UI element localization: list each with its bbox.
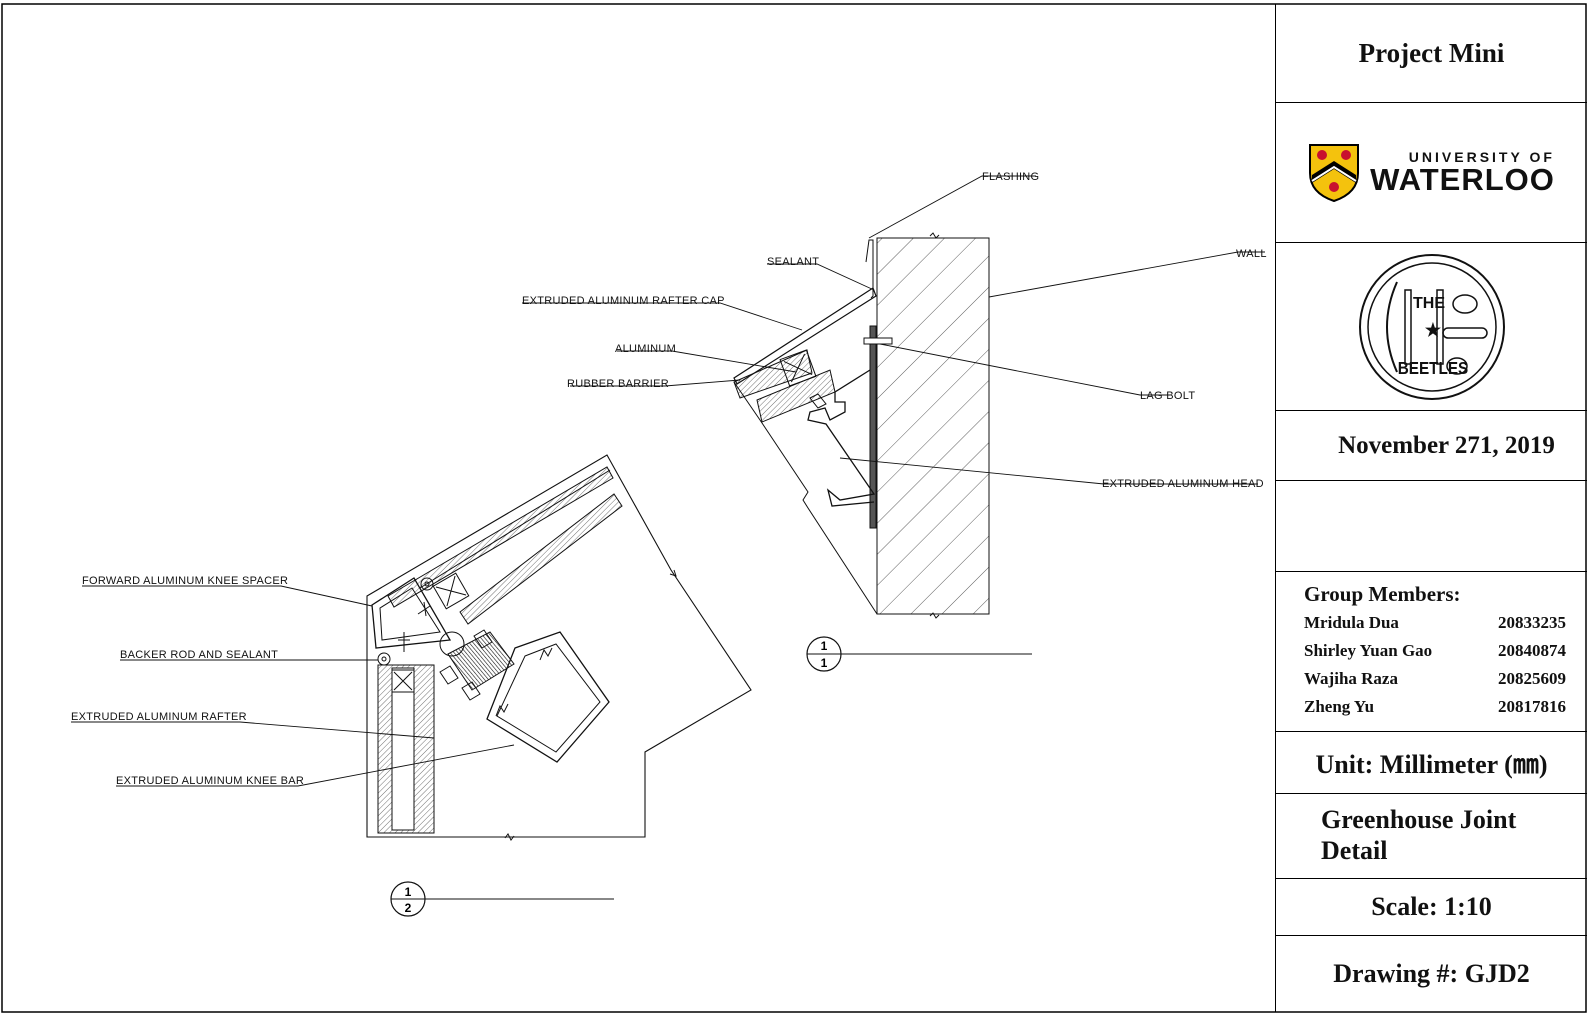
member-name: Wajiha Raza (1304, 669, 1398, 688)
lag-bolt (863, 337, 893, 345)
scale-label: Scale: 1:10 (1371, 892, 1492, 921)
blank-cell (1276, 481, 1587, 572)
members-table: Mridula Dua 20833235 Shirley Yuan Gao 2084… (1304, 609, 1566, 721)
university-line1: UNIVERSITY OF (1408, 149, 1555, 165)
member-row: Zheng Yu 20817816 (1304, 693, 1566, 721)
svg-text:1: 1 (821, 639, 828, 653)
team-logo: THE ★ BEETLES (1358, 253, 1505, 400)
members-cell: Group Members: Mridula Dua 20833235 Shirl… (1276, 572, 1587, 732)
knee-spacer (371, 577, 452, 649)
detail-1-leaders (522, 175, 1265, 485)
rafter-glazing (387, 466, 614, 608)
university-line2: WATERLOO (1370, 162, 1555, 197)
detail-2-tag: 1 2 (390, 881, 614, 917)
label-wall: WALL (1236, 248, 1267, 260)
knee-joint-fill (447, 631, 515, 691)
aluminum-head-profile (807, 369, 876, 507)
drawing-number-cell: Drawing #: GJD2 (1276, 936, 1587, 1012)
member-name: Shirley Yuan Gao (1304, 641, 1433, 660)
unit-cell: Unit: Millimeter (㎜) (1276, 732, 1587, 794)
member-row: Shirley Yuan Gao 20840874 (1304, 637, 1566, 665)
label-rafter-cap: EXTRUDED ALUMINUM RAFTER CAP (522, 295, 725, 307)
label-rafter: EXTRUDED ALUMINUM RAFTER (71, 711, 247, 723)
scale-cell: Scale: 1:10 (1276, 879, 1587, 936)
team-logo-cell: THE ★ BEETLES (1276, 243, 1587, 411)
label-sealant: SEALANT (767, 256, 819, 268)
member-name: Mridula Dua (1304, 613, 1399, 632)
member-id: 20840874 (1498, 641, 1566, 660)
svg-text:1: 1 (821, 656, 828, 670)
aluminum-head-plate (869, 325, 877, 529)
member-id: 20833235 (1498, 613, 1566, 632)
sheet-border (1, 3, 1587, 1013)
knee-bar (486, 631, 610, 763)
detail-2-outline (366, 454, 752, 838)
drawing-title-cell: Greenhouse Joint Detail (1276, 794, 1587, 879)
svg-text:1: 1 (405, 885, 412, 899)
label-lag-bolt: LAG BOLT (1140, 390, 1195, 402)
label-aluminum-head: EXTRUDED ALUMINUM HEAD (1102, 478, 1264, 490)
unit-label: Unit: Millimeter (㎜) (1315, 750, 1548, 779)
title-block: Project Mini UNIVERSITY OF WATERLOO (1275, 4, 1587, 1012)
drawing-title: Greenhouse Joint Detail (1321, 805, 1517, 865)
label-aluminum: ALUMINUM (615, 343, 676, 355)
member-row: Mridula Dua 20833235 (1304, 609, 1566, 637)
svg-text:THE: THE (1413, 295, 1445, 312)
label-flashing: FLASHING (982, 171, 1039, 183)
aluminum-block (779, 349, 817, 387)
svg-text:BEETLES: BEETLES (1397, 357, 1467, 377)
svg-text:2: 2 (405, 901, 412, 915)
detail-2-leaders (71, 585, 515, 787)
date-cell: November 271, 2019 (1276, 411, 1587, 481)
member-id: 20817816 (1498, 697, 1566, 716)
university-logo: UNIVERSITY OF WATERLOO (1308, 143, 1555, 203)
member-row: Wajiha Raza 20825609 (1304, 665, 1566, 693)
detail-1-tag: 1 1 (806, 636, 1032, 672)
detail-1-drawing (733, 232, 990, 619)
drawing-number: Drawing #: GJD2 (1333, 959, 1530, 988)
flashing-shape (865, 239, 874, 299)
project-name: Project Mini (1358, 37, 1505, 68)
rubber-barrier-shape (733, 349, 813, 399)
member-name: Zheng Yu (1304, 697, 1375, 716)
members-heading: Group Members: (1304, 582, 1461, 606)
drawing-date: November 271, 2019 (1338, 431, 1555, 459)
label-backer-rod: BACKER ROD AND SEALANT (120, 649, 278, 661)
university-logo-cell: UNIVERSITY OF WATERLOO (1276, 103, 1587, 243)
label-rubber-barrier: RUBBER BARRIER (567, 378, 669, 390)
university-crest-icon (1309, 143, 1360, 202)
label-knee-spacer: FORWARD ALUMINUM KNEE SPACER (82, 575, 288, 587)
label-knee-bar: EXTRUDED ALUMINUM KNEE BAR (116, 775, 304, 787)
member-id: 20825609 (1498, 669, 1566, 688)
wall-section (876, 237, 990, 615)
detail-2-drawing (366, 454, 752, 841)
project-cell: Project Mini (1276, 4, 1587, 103)
svg-text:★: ★ (1424, 320, 1441, 340)
